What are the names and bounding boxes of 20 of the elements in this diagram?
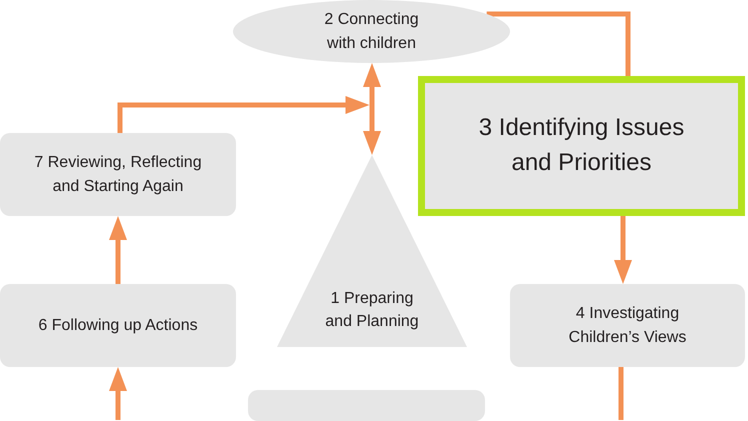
- step-label: 1 Preparing and Planning: [324, 288, 420, 332]
- step-box: [510, 284, 745, 367]
- highlighted-step-box: [418, 76, 745, 216]
- step-label: 7 Reviewing, Reflecting and Starting Again: [33, 153, 203, 196]
- arrow: [614, 216, 632, 284]
- step-ellipse: [233, 0, 510, 63]
- step-label: 2 Connecting with children: [323, 10, 420, 54]
- double-arrow: [363, 63, 381, 155]
- step-box: [0, 133, 236, 216]
- step-box: [248, 390, 485, 421]
- step-label: 3 Identifying Issues and Priorities: [478, 113, 686, 178]
- connector-line: [618, 367, 624, 420]
- arrow: [109, 216, 127, 284]
- step-label: 6 Following up Actions: [38, 316, 198, 336]
- arrow: [109, 367, 127, 420]
- connector-line: [486, 12, 630, 76]
- step-triangle: [277, 155, 467, 347]
- arrow: [118, 96, 370, 133]
- step-box: [0, 284, 236, 367]
- step-label: 4 Investigating Children’s Views: [568, 304, 688, 348]
